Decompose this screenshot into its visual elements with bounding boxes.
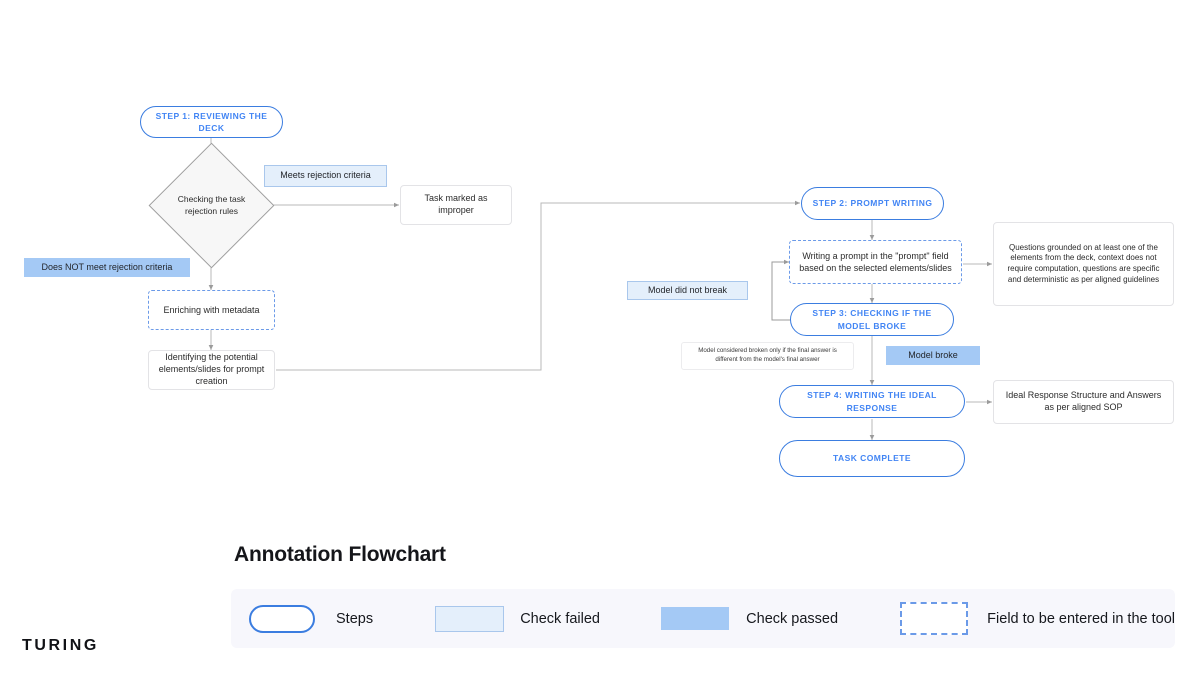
node-task-complete[interactable]: TASK COMPLETE — [779, 440, 965, 477]
node-identifying-label: Identifying the potential elements/slide… — [158, 352, 265, 386]
legend-swatch-field — [900, 602, 969, 635]
node-task-improper-label: Task marked as improper — [424, 193, 488, 215]
node-writing-prompt-field[interactable]: Writing a prompt in the "prompt" field b… — [789, 240, 962, 284]
node-step-3-label: STEP 3: CHECKING IF THE MODEL BROKE — [812, 308, 932, 331]
badge-does-not-meet-rejection-criteria: Does NOT meet rejection criteria — [24, 258, 190, 277]
node-enriching-label: Enriching with metadata — [163, 304, 260, 315]
legend-label-steps: Steps — [336, 610, 374, 627]
badge-model-broke: Model broke — [886, 346, 980, 365]
note-questions-label: Questions grounded on at least one of th… — [1007, 242, 1160, 284]
node-step-2[interactable]: STEP 2: PROMPT WRITING — [801, 187, 944, 220]
note-broken-label: Model considered broken only if the fina… — [698, 347, 837, 363]
node-task-complete-label: TASK COMPLETE — [833, 453, 911, 464]
legend-swatch-check-failed — [435, 605, 505, 632]
legend-label-check-failed: Check failed — [520, 610, 600, 627]
node-decision-label: Checking the task rejection rules — [177, 194, 246, 216]
badge-model-broke-label: Model broke — [908, 349, 958, 360]
page-title: Annotation Flowchart — [234, 543, 446, 566]
turing-logo: TURING — [22, 637, 99, 654]
legend-item-steps: Steps — [249, 604, 374, 633]
badge-meets-label: Meets rejection criteria — [280, 170, 371, 181]
badge-meets-rejection-criteria: Meets rejection criteria — [264, 165, 387, 187]
node-step-3[interactable]: STEP 3: CHECKING IF THE MODEL BROKE — [790, 303, 954, 336]
node-writing-prompt-label: Writing a prompt in the "prompt" field b… — [799, 250, 952, 273]
legend-panel: Steps Check failed Check passed Field to… — [231, 589, 1175, 648]
node-enriching-with-metadata[interactable]: Enriching with metadata — [148, 290, 275, 330]
node-step-4[interactable]: STEP 4: WRITING THE IDEAL RESPONSE — [779, 385, 965, 418]
node-step-1[interactable]: STEP 1: REVIEWING THE DECK — [140, 106, 283, 138]
legend-swatch-steps — [249, 604, 315, 633]
legend-item-check-passed: Check passed — [661, 607, 838, 630]
node-step-2-label: STEP 2: PROMPT WRITING — [812, 198, 933, 209]
node-decision-rejection-rules[interactable]: Checking the task rejection rules — [148, 142, 275, 269]
node-task-marked-improper[interactable]: Task marked as improper — [400, 185, 512, 225]
node-step-4-label: STEP 4: WRITING THE IDEAL RESPONSE — [807, 390, 937, 413]
legend-label-field: Field to be entered in the tool — [987, 610, 1175, 627]
node-identifying-elements[interactable]: Identifying the potential elements/slide… — [148, 350, 275, 390]
legend-item-field: Field to be entered in the tool — [900, 602, 1175, 635]
note-questions-guidelines: Questions grounded on at least one of th… — [993, 222, 1174, 306]
node-step-1-label: STEP 1: REVIEWING THE DECK — [155, 110, 268, 133]
legend-label-check-passed: Check passed — [746, 610, 839, 627]
badge-not-meets-label: Does NOT meet rejection criteria — [41, 261, 173, 272]
note-ideal-label: Ideal Response Structure and Answers as … — [1005, 390, 1162, 412]
badge-model-not-break-label: Model did not break — [647, 284, 728, 295]
legend-item-check-failed: Check failed — [435, 605, 600, 632]
badge-model-did-not-break: Model did not break — [627, 281, 748, 300]
legend-swatch-check-passed — [661, 607, 730, 630]
note-model-broken-definition: Model considered broken only if the fina… — [681, 342, 854, 370]
note-ideal-response-sop: Ideal Response Structure and Answers as … — [993, 380, 1174, 424]
